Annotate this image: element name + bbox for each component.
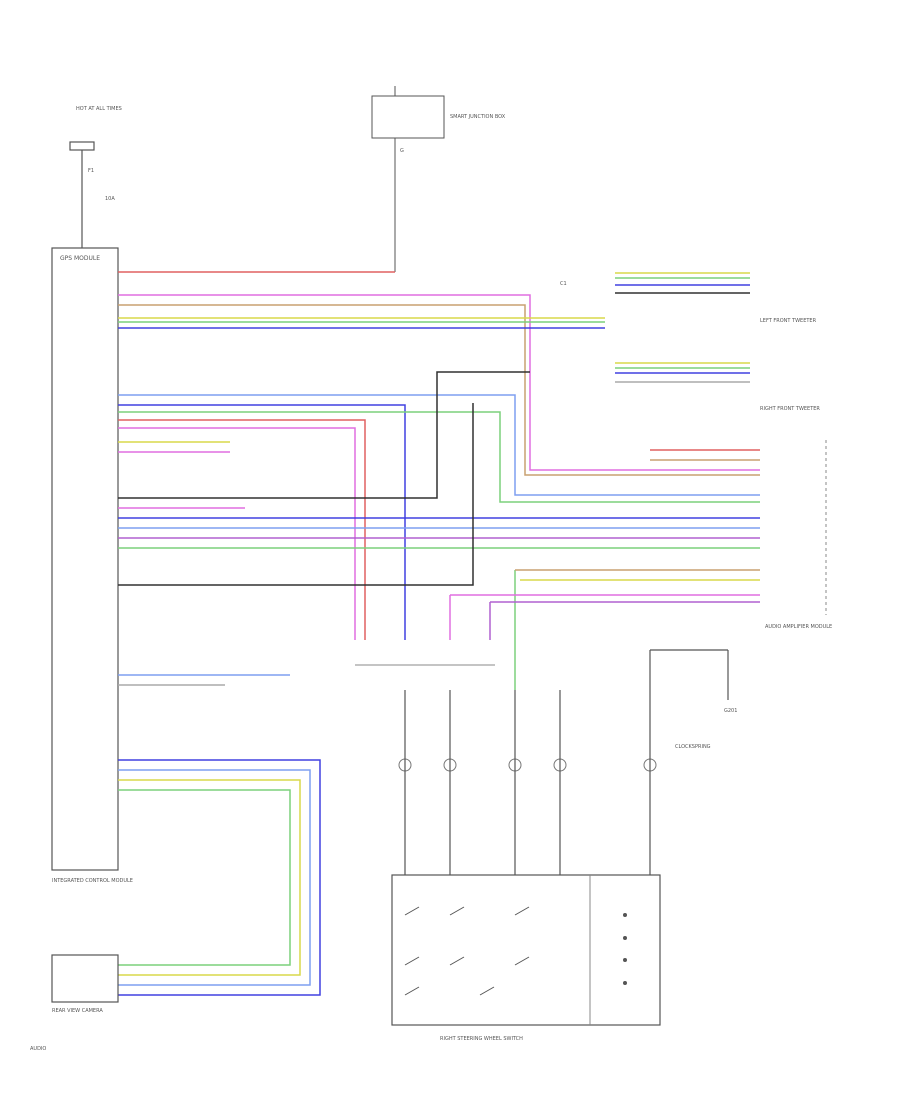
clockspring-label: CLOCKSPRING	[675, 744, 711, 750]
power-feed: HOT AT ALL TIMES F1 10A	[69, 106, 122, 248]
junction-box-label: SMART JUNCTION BOX	[450, 114, 506, 120]
fuse-top-label: HOT AT ALL TIMES	[76, 106, 122, 112]
switch-caption: RIGHT STEERING WHEEL SWITCH	[440, 1036, 523, 1042]
gps-module: GPS MODULE INTEGRATED CONTROL MODULE	[51, 247, 133, 884]
wire-bundle-upper	[118, 271, 760, 476]
speaker-front-right-label: RIGHT FRONT TWEETER	[760, 406, 820, 412]
page-ref-label: AUDIO	[30, 1046, 46, 1052]
wire-bundle-bottom	[118, 674, 321, 996]
center-connector-row: CLOCKSPRING G201	[355, 649, 737, 875]
fuse-icon	[69, 141, 95, 151]
connector-top-right-label: C1	[560, 281, 567, 287]
fuse-ref-label: F1	[88, 168, 94, 174]
switch-icon	[404, 906, 530, 996]
junction-box: SMART JUNCTION BOX G	[371, 86, 506, 272]
module-title: GPS MODULE	[60, 255, 100, 262]
wire-bundle-middle	[118, 394, 760, 640]
camera-module: REAR VIEW CAMERA	[51, 954, 119, 1014]
amp-module-label: AUDIO AMPLIFIER MODULE	[765, 624, 832, 630]
switch-terminal-dots	[623, 913, 627, 985]
camera-label: REAR VIEW CAMERA	[52, 1008, 103, 1014]
speaker-front-left-label: LEFT FRONT TWEETER	[760, 318, 817, 324]
ground-right-label: G201	[724, 708, 737, 714]
steering-wheel-switch: RIGHT STEERING WHEEL SWITCH	[391, 874, 661, 1042]
ground-top-label: G	[400, 148, 404, 154]
right-wire-group	[449, 272, 760, 690]
fuse-rating-label: 10A	[105, 196, 115, 202]
module-caption: INTEGRATED CONTROL MODULE	[52, 878, 133, 884]
wire-bundle-lower	[118, 371, 760, 586]
